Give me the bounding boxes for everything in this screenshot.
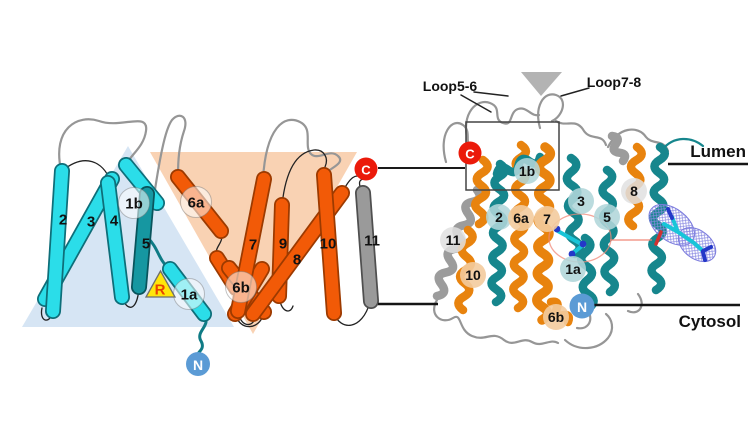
svg-text:1a: 1a bbox=[181, 286, 198, 303]
ribbon-helix-1a bbox=[576, 233, 598, 313]
svg-text:N: N bbox=[577, 299, 587, 315]
loop5-6-coil bbox=[465, 100, 541, 144]
density-ligand-sticks bbox=[654, 207, 713, 262]
cylinder-helix-4 bbox=[100, 175, 130, 305]
right-label-8: 8 bbox=[621, 178, 647, 204]
right-label-11: 11 bbox=[440, 227, 466, 253]
circled-label-6a: 6a bbox=[180, 186, 212, 218]
ribbon-helix-2 bbox=[487, 159, 509, 307]
right-label-1b: 1b bbox=[514, 158, 540, 184]
right-structure-panel: Loop5-6 Loop7-8 Lumen Cytosol 1b 2 6a 7 … bbox=[378, 72, 748, 350]
right-label-10: 10 bbox=[460, 262, 486, 288]
svg-text:10: 10 bbox=[465, 267, 481, 283]
svg-text:11: 11 bbox=[446, 232, 461, 248]
cylinder-helix-11 bbox=[355, 185, 379, 309]
right-label-6a: 6a bbox=[508, 205, 534, 231]
svg-text:7: 7 bbox=[543, 211, 551, 227]
left-circled-labels: 1b 6a 1a 6b bbox=[118, 186, 257, 310]
helix-label-11: 11 bbox=[364, 232, 380, 249]
right-label-3: 3 bbox=[568, 188, 594, 214]
right-label-7: 7 bbox=[534, 206, 560, 232]
loop5-6-label: Loop5-6 bbox=[423, 78, 478, 94]
cylinder-helix-2 bbox=[45, 163, 70, 319]
cytosol-label: Cytosol bbox=[679, 312, 741, 331]
helix-label-3: 3 bbox=[87, 213, 95, 230]
right-label-6b: 6b bbox=[543, 304, 569, 330]
membrane-lines: Lumen Cytosol bbox=[378, 142, 748, 331]
svg-text:2: 2 bbox=[495, 209, 503, 225]
helix-label-2: 2 bbox=[59, 211, 67, 228]
lumen-label: Lumen bbox=[690, 142, 746, 161]
right-helix-labels: 1b 2 6a 7 3 5 8 11 10 1a 6b bbox=[440, 158, 647, 330]
cylinder-helix-10 bbox=[316, 167, 342, 321]
helix-label-9: 9 bbox=[279, 235, 287, 252]
svg-text:6b: 6b bbox=[548, 309, 564, 325]
helix-label-7: 7 bbox=[249, 236, 257, 253]
svg-text:1b: 1b bbox=[519, 163, 535, 179]
left-c-terminus-badge: C bbox=[354, 157, 378, 181]
ribbon-helix-5 bbox=[598, 165, 620, 297]
helix-label-10: 10 bbox=[320, 235, 337, 252]
right-c-terminus-badge: C bbox=[458, 141, 482, 165]
circled-label-1b: 1b bbox=[118, 187, 150, 219]
svg-text:6a: 6a bbox=[188, 194, 205, 211]
svg-text:C: C bbox=[361, 163, 371, 178]
helix-label-4: 4 bbox=[110, 212, 119, 229]
helix-label-8: 8 bbox=[293, 251, 301, 268]
svg-text:6b: 6b bbox=[232, 279, 250, 296]
left-topology-panel: 2 3 4 5 7 9 8 10 11 1b 6a 1a 6b R C N bbox=[22, 114, 380, 376]
svg-text:3: 3 bbox=[577, 193, 585, 209]
r-site-marker: R bbox=[144, 269, 177, 298]
circled-label-1a: 1a bbox=[173, 278, 205, 310]
loop7-8-label: Loop7-8 bbox=[587, 74, 642, 90]
density-mesh bbox=[648, 204, 717, 263]
svg-text:C: C bbox=[465, 147, 475, 162]
ribbon-helix-near-c bbox=[470, 155, 492, 229]
ligand-sticks bbox=[553, 225, 587, 258]
r-site-label: R bbox=[155, 281, 166, 298]
right-label-2: 2 bbox=[486, 204, 512, 230]
right-label-5: 5 bbox=[594, 204, 620, 230]
ribbon-helix-gray-small bbox=[607, 131, 630, 166]
svg-text:5: 5 bbox=[603, 209, 611, 225]
right-n-terminus-badge: N bbox=[569, 293, 595, 319]
svg-text:8: 8 bbox=[630, 183, 638, 199]
svg-text:1a: 1a bbox=[565, 261, 581, 277]
svg-text:N: N bbox=[193, 357, 203, 373]
loop7-8-coil bbox=[537, 93, 565, 130]
helix-label-5: 5 bbox=[142, 235, 150, 252]
left-n-terminus-badge: N bbox=[186, 352, 210, 376]
right-label-1a: 1a bbox=[560, 256, 586, 282]
left-helix-numbers: 2 3 4 5 7 9 8 10 11 bbox=[59, 211, 380, 268]
svg-text:6a: 6a bbox=[513, 210, 529, 226]
gray-arrowhead bbox=[521, 72, 562, 96]
loop-annotations: Loop5-6 Loop7-8 bbox=[423, 74, 642, 113]
circled-label-6b: 6b bbox=[225, 271, 257, 303]
svg-text:1b: 1b bbox=[125, 195, 143, 212]
